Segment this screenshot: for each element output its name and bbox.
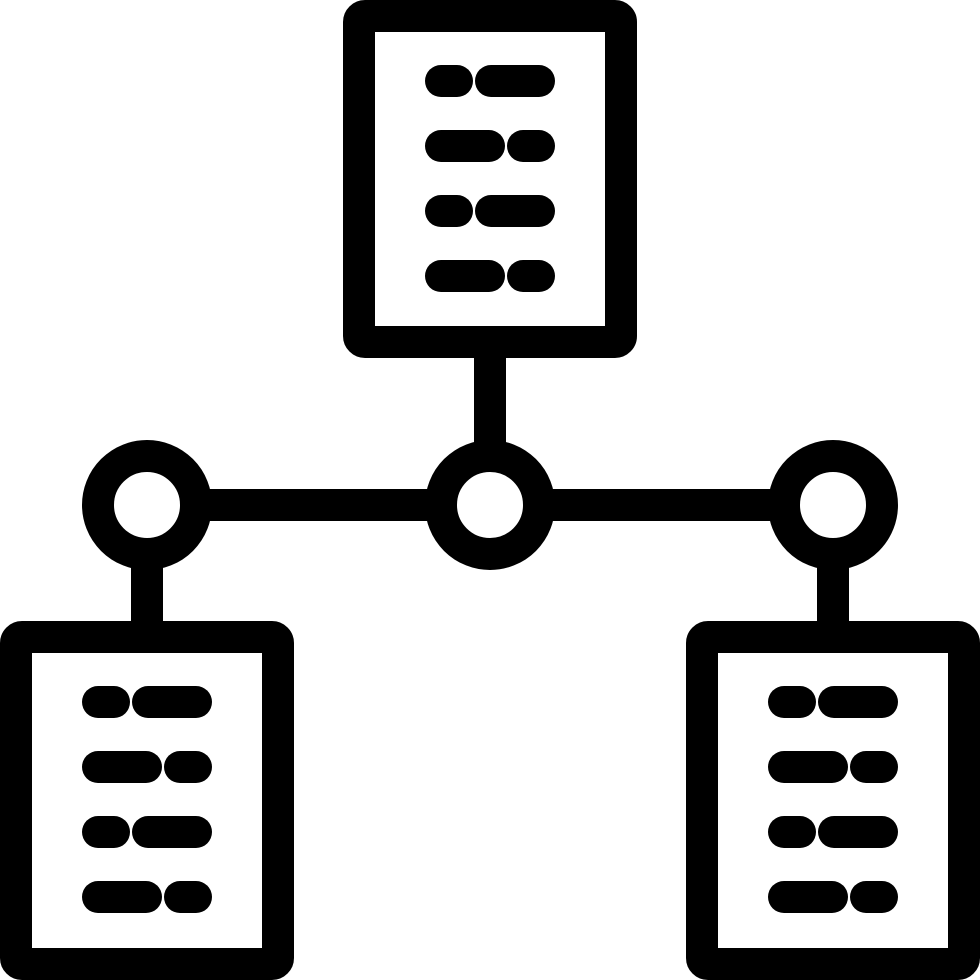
text-line-bar [768,816,816,848]
text-line-bar [768,686,816,718]
document-top [343,0,637,358]
text-line-bar [850,881,898,913]
text-line-bar [818,686,898,718]
text-line-bar [507,130,555,162]
text-line-bar [475,65,555,97]
text-line-bar [818,816,898,848]
node-left [82,440,212,570]
node-right [768,440,898,570]
text-line-bar [425,195,473,227]
text-line-bar [82,751,162,783]
text-line-bar [82,881,162,913]
node-center [425,440,555,570]
text-line-bar [164,881,212,913]
nodes-group [82,440,898,570]
text-line-bar [425,260,505,292]
text-line-bar [768,881,848,913]
document-bottom-left [0,621,294,980]
document-bottom-right [686,621,980,980]
text-line-bar [507,260,555,292]
document-bottom-left-frame [0,621,294,980]
text-line-bar [768,751,848,783]
text-line-bar [82,816,130,848]
document-top-frame [343,0,637,358]
text-line-bar [164,751,212,783]
text-line-bar [132,686,212,718]
text-line-bar [850,751,898,783]
text-line-bar [425,65,473,97]
text-line-bar [82,686,130,718]
text-line-bar [132,816,212,848]
text-line-bar [475,195,555,227]
document-bottom-right-frame [686,621,980,980]
text-line-bar [425,130,505,162]
